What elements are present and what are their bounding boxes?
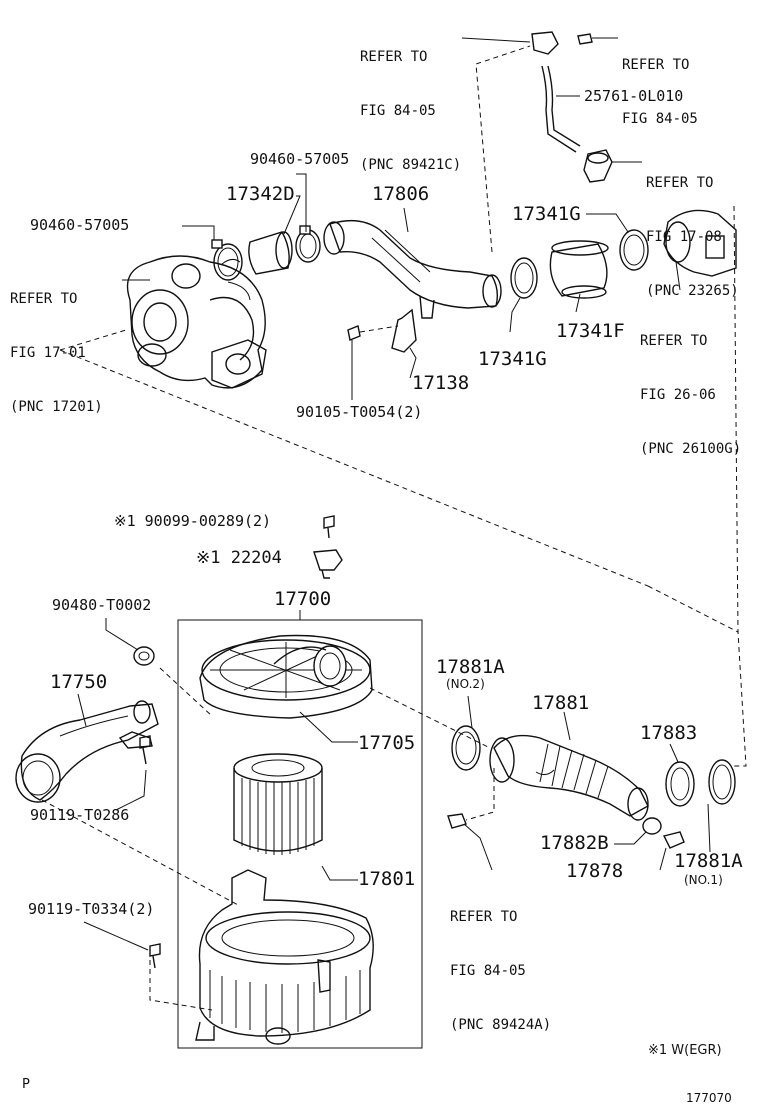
clamp-17341g-lower-drawing — [510, 257, 538, 299]
refer-turbo-line-2: FIG 17-01 — [10, 345, 86, 361]
part-17341g-top-label: 17341G — [512, 203, 581, 225]
refer-bottom-line-2: FIG 84-05 — [450, 963, 526, 979]
refer-throttle-line-3: (PNC 26100G) — [640, 441, 742, 457]
part-17806-label: 17806 — [372, 183, 430, 205]
figure-id: 177070 — [686, 1091, 732, 1105]
lower-dashed-connections — [41, 205, 747, 1011]
air-cleaner-cap-17705-drawing — [199, 634, 373, 719]
note-bolt-label: ※1 90099-00289(2) — [114, 512, 272, 530]
lower-leader-lines — [77, 610, 711, 951]
part-90119-t0286-label: 90119-T0286 — [30, 806, 130, 824]
part-17878-label: 17878 — [566, 860, 624, 882]
refer-vsv-line-2: FIG 17-08 — [646, 229, 722, 245]
part-25761-label: 25761-0L010 — [584, 87, 684, 105]
part-17881a-bottom-label: 17881A — [674, 850, 743, 872]
part-17138-label: 17138 — [412, 372, 470, 394]
refer-vsv-line-3: (PNC 23265) — [646, 283, 739, 299]
throttle-body-drawing — [663, 209, 737, 277]
part-17342d-label: 17342D — [226, 183, 295, 205]
part-17801-label: 17801 — [358, 868, 416, 890]
note-sensor-label: ※1 22204 — [196, 548, 282, 568]
part-17341g-bottom-label: 17341G — [478, 348, 547, 370]
grommet-90480-drawing — [133, 646, 155, 666]
legend-note: ※1 W(EGR) — [648, 1043, 722, 1058]
refer-sensor-label: REFER TO FIG 84-05 (PNC 89421C) — [360, 12, 461, 192]
part-17881-label: 17881 — [532, 692, 590, 714]
refer-throttle-label: REFER TO FIG 26-06 (PNC 26100G) — [640, 296, 741, 476]
oring-17882b-drawing — [642, 817, 662, 835]
refer-sensor2-line-1: REFER TO — [622, 57, 690, 73]
part-90119-t0334-label: 90119-T0334(2) — [28, 900, 155, 918]
refer-bottom-line-3: (PNC 89424A) — [450, 1017, 552, 1033]
refer-throttle-line-1: REFER TO — [640, 333, 708, 349]
part-90480-label: 90480-T0002 — [52, 596, 152, 614]
refer-vsv-line-1: REFER TO — [646, 175, 714, 191]
part-90460-left-label: 90460-57005 — [30, 216, 130, 234]
refer-turbo-label: REFER TO FIG 17-01 (PNC 17201) — [10, 254, 103, 434]
part-17750-label: 17750 — [50, 671, 108, 693]
ring-17883-drawing — [665, 761, 695, 807]
filter-element-17801-drawing — [233, 753, 323, 855]
part-17881a-bottom-sub-label: (NO.1) — [684, 873, 723, 887]
part-17341f-label: 17341F — [556, 320, 625, 342]
sensor-89424a-drawing — [447, 813, 467, 829]
air-cleaner-case-drawing — [195, 869, 374, 1045]
part-17883-label: 17883 — [640, 722, 698, 744]
turbocharger-drawing — [126, 255, 267, 389]
note-parts-drawing — [313, 515, 343, 579]
pipe-17806-drawing — [323, 219, 502, 319]
assembly-17700-frame — [177, 619, 423, 1049]
clamp-90460-top-drawing — [295, 225, 321, 263]
part-17700-label: 17700 — [274, 588, 332, 610]
refer-turbo-line-3: (PNC 17201) — [10, 399, 103, 415]
corner-letter: P — [22, 1077, 30, 1092]
refer-throttle-line-2: FIG 26-06 — [640, 387, 716, 403]
refer-sensor-line-3: (PNC 89421C) — [360, 157, 462, 173]
refer-vsv-label: REFER TO FIG 17-08 (PNC 23265) — [646, 138, 739, 318]
clamp-17341g-upper-drawing — [619, 229, 649, 271]
hose-17341f-drawing — [549, 240, 609, 299]
sensor-and-vsv-drawing — [531, 31, 613, 183]
part-17705-label: 17705 — [358, 732, 416, 754]
hose-17881-drawing — [489, 734, 649, 821]
part-17881a-top-sub-label: (NO.2) — [446, 677, 485, 691]
refer-sensor2-label: REFER TO FIG 84-05 — [622, 20, 698, 146]
refer-turbo-line-1: REFER TO — [10, 291, 78, 307]
part-90105-label: 90105-T0054(2) — [296, 403, 423, 421]
refer-sensor2-line-2: FIG 84-05 — [622, 111, 698, 127]
refer-bottom-line-1: REFER TO — [450, 909, 518, 925]
part-17882b-label: 17882B — [540, 832, 609, 854]
refer-bottom-label: REFER TO FIG 84-05 (PNC 89424A) — [450, 872, 551, 1052]
upper-leader-lines — [59, 37, 681, 400]
clamp-17881a-no2-drawing — [451, 725, 481, 771]
bolt-90119-t0286-drawing — [139, 735, 151, 765]
refer-sensor-line-1: REFER TO — [360, 49, 428, 65]
hose-17342d-drawing — [248, 231, 293, 275]
fitting-17878-drawing — [662, 831, 685, 849]
refer-sensor-line-2: FIG 84-05 — [360, 103, 436, 119]
clamp-17881a-no1-drawing — [708, 759, 736, 805]
bolt-90105-drawing — [347, 325, 399, 341]
duct-17750-drawing — [15, 700, 159, 803]
bracket-17138-drawing — [391, 308, 417, 353]
part-90460-top-label: 90460-57005 — [250, 150, 350, 168]
clamp-90460-left-drawing — [211, 239, 243, 281]
part-17881a-top-label: 17881A — [436, 656, 505, 678]
bolt-90119-t0334-drawing — [149, 943, 161, 969]
